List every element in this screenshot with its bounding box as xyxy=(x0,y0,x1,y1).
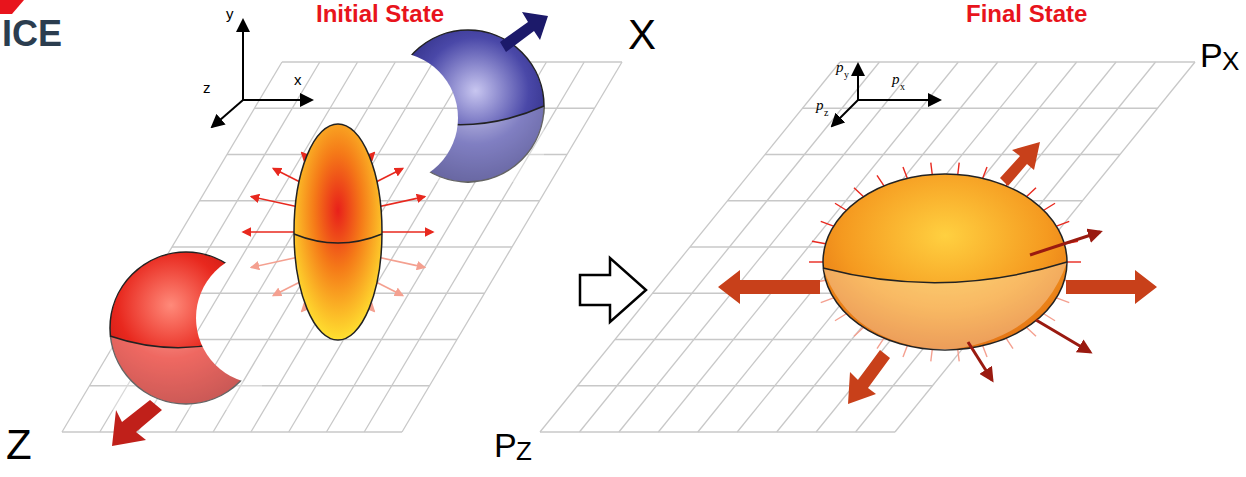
axis-label: x xyxy=(294,72,302,87)
logo-text: ICE xyxy=(2,16,62,52)
axis-label: z xyxy=(203,80,211,95)
panel-title: Final State xyxy=(966,2,1087,26)
axis-label: p xyxy=(836,60,844,75)
axis-name: Z xyxy=(6,424,32,466)
axis-label: p xyxy=(892,72,900,87)
panel-title: Initial State xyxy=(316,2,444,26)
axis-subscript: X xyxy=(1222,48,1239,74)
axis-label: y xyxy=(226,6,234,21)
axis-label: p xyxy=(816,98,824,113)
axis-subscript: z xyxy=(824,108,828,118)
axis-subscript: y xyxy=(844,70,849,80)
axis-subscript: Z xyxy=(516,438,532,464)
axis-subscript: x xyxy=(900,82,905,92)
axis-name: X xyxy=(628,14,656,56)
axis-name: P xyxy=(494,428,517,462)
axis-name: P xyxy=(1200,38,1223,72)
